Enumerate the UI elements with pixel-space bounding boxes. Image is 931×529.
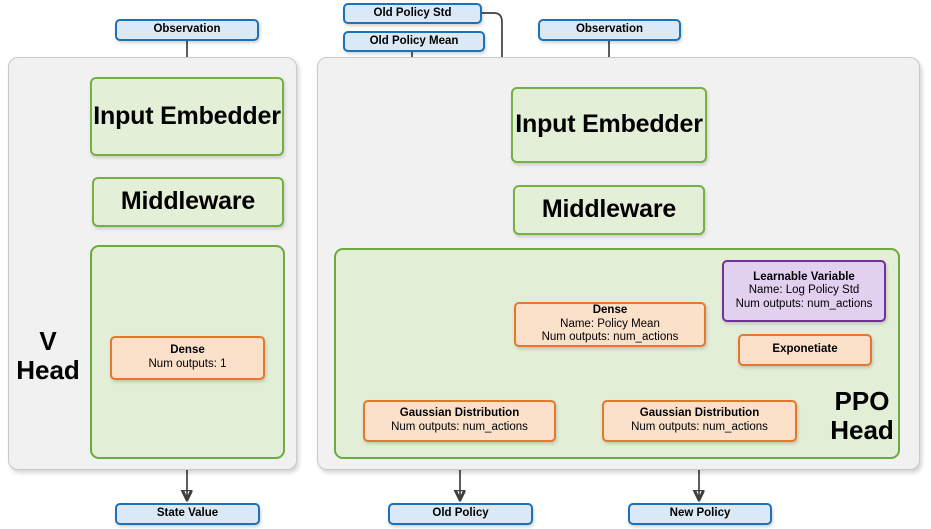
old-policy-mean-label: Old Policy Mean bbox=[369, 34, 459, 47]
v-head-middleware-label: Middleware bbox=[120, 187, 256, 216]
v-head-input-embedder-label: Input Embedder bbox=[93, 101, 281, 130]
new-policy-output[interactable]: New Policy bbox=[628, 503, 772, 525]
gaussian-distribution-old-title: Gaussian Distribution bbox=[399, 407, 520, 420]
state-value-output[interactable]: State Value bbox=[115, 503, 260, 525]
state-value-label: State Value bbox=[156, 507, 219, 520]
learnable-variable-title: Learnable Variable bbox=[753, 270, 855, 283]
learnable-variable-log-policy-std[interactable]: Learnable Variable Name: Log Policy Std … bbox=[722, 260, 886, 322]
ppo-head-caption-line2: Head bbox=[830, 415, 894, 446]
ppo-head-caption: PPO Head bbox=[815, 386, 909, 446]
v-head-caption: V Head bbox=[10, 326, 86, 386]
ppo-head-input-embedder[interactable]: Input Embedder bbox=[511, 87, 707, 163]
old-policy-output[interactable]: Old Policy bbox=[388, 503, 533, 525]
v-head-input-embedder[interactable]: Input Embedder bbox=[90, 77, 284, 156]
v-head-dense-num-outputs: Num outputs: 1 bbox=[148, 358, 227, 370]
v-head-observation-label: Observation bbox=[153, 23, 221, 36]
dense-policy-mean[interactable]: Dense Name: Policy Mean Num outputs: num… bbox=[514, 302, 706, 347]
new-policy-output-label: New Policy bbox=[669, 507, 731, 520]
v-head-observation-input[interactable]: Observation bbox=[115, 19, 259, 41]
v-head-dense-title: Dense bbox=[170, 344, 205, 357]
v-head-caption-line1: V bbox=[39, 326, 57, 356]
dense-policy-mean-title: Dense bbox=[592, 304, 628, 317]
gaussian-distribution-old[interactable]: Gaussian Distribution Num outputs: num_a… bbox=[363, 400, 556, 442]
v-head-dense[interactable]: Dense Num outputs: 1 bbox=[110, 336, 265, 380]
exponetiate-title: Exponetiate bbox=[772, 343, 838, 356]
v-head-middleware[interactable]: Middleware bbox=[92, 177, 284, 227]
gaussian-distribution-old-num-outputs: Num outputs: num_actions bbox=[391, 421, 528, 433]
dense-policy-mean-name: Name: Policy Mean bbox=[560, 317, 660, 330]
learnable-variable-num-outputs: Num outputs: num_actions bbox=[735, 297, 873, 310]
gaussian-distribution-new[interactable]: Gaussian Distribution Num outputs: num_a… bbox=[602, 400, 797, 442]
v-head-caption-line2: Head bbox=[16, 355, 80, 386]
gaussian-distribution-new-title: Gaussian Distribution bbox=[639, 407, 760, 420]
old-policy-std-label: Old Policy Std bbox=[373, 6, 452, 19]
learnable-variable-name: Name: Log Policy Std bbox=[748, 284, 860, 297]
old-policy-std-input[interactable]: Old Policy Std bbox=[343, 3, 482, 24]
dense-policy-mean-num-outputs: Num outputs: num_actions bbox=[541, 331, 679, 344]
ppo-head-input-embedder-label: Input Embedder bbox=[515, 110, 703, 139]
old-policy-output-label: Old Policy bbox=[432, 507, 489, 520]
exponetiate-op[interactable]: Exponetiate bbox=[738, 334, 872, 366]
gaussian-distribution-new-num-outputs: Num outputs: num_actions bbox=[631, 421, 768, 433]
ppo-head-caption-line1: PPO bbox=[834, 386, 890, 416]
ppo-head-observation-input[interactable]: Observation bbox=[538, 19, 681, 41]
ppo-head-middleware[interactable]: Middleware bbox=[513, 185, 705, 235]
ppo-head-observation-label: Observation bbox=[575, 23, 644, 36]
old-policy-mean-input[interactable]: Old Policy Mean bbox=[343, 31, 485, 52]
ppo-head-middleware-label: Middleware bbox=[541, 195, 677, 224]
